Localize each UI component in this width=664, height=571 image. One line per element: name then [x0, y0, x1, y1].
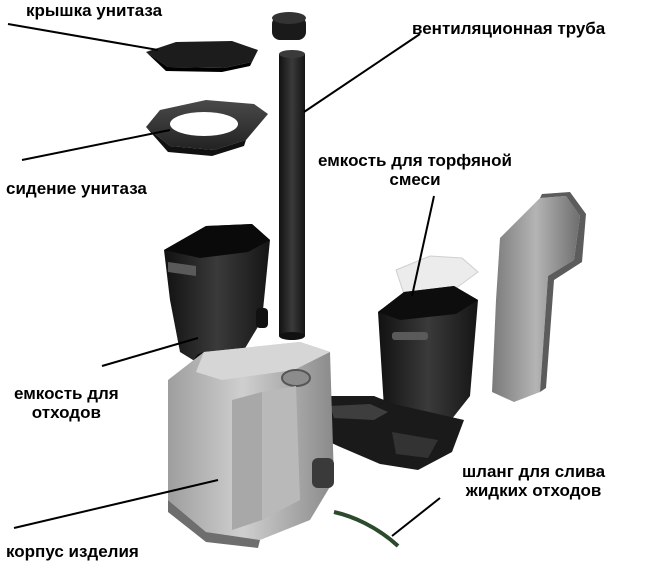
label-waste-tank-line2: отходов [31, 403, 101, 422]
label-toilet-lid: крышка унитаза [26, 1, 162, 20]
label-toilet-seat: сидение унитаза [6, 179, 147, 198]
waste-tank [164, 224, 270, 372]
ventilation-pipe [272, 12, 306, 340]
label-body: корпус изделия [6, 542, 139, 561]
peat-mixture-tank [378, 255, 479, 434]
label-waste-tank-line1: емкость для [14, 384, 119, 403]
leader-seat [21, 129, 171, 161]
label-drain-hose-line2: жидких отходов [465, 481, 602, 500]
label-body-text: корпус изделия [6, 542, 139, 561]
label-drain-hose-line1: шланг для слива [462, 462, 606, 481]
agitator-tray [298, 396, 464, 470]
label-peat-tank-line2: смеси [389, 170, 441, 189]
label-toilet-seat-text: сидение унитаза [6, 179, 147, 198]
leader-vent-pipe [303, 33, 421, 113]
toilet-seat [146, 100, 268, 156]
toilet-housing [168, 342, 334, 548]
side-panel [492, 192, 586, 402]
label-toilet-lid-text: крышка унитаза [26, 1, 163, 20]
leader-peat-tank [411, 195, 435, 297]
label-ventilation-pipe: вентиляционная труба [412, 19, 605, 38]
label-peat-tank: емкость для торфяной смеси [318, 151, 512, 189]
leader-lines [7, 23, 441, 537]
leader-waste-tank [101, 337, 199, 367]
toilet-lid [146, 41, 258, 72]
label-waste-tank: емкость для отходов [14, 384, 119, 422]
label-peat-tank-line1: емкость для торфяной [318, 151, 512, 170]
label-ventilation-pipe-text: вентиляционная труба [412, 19, 606, 38]
leader-body [13, 479, 219, 529]
drain-hose [333, 510, 400, 548]
label-drain-hose: шланг для слива жидких отходов [462, 462, 605, 500]
leader-lid [7, 23, 159, 51]
leader-drain-hose [391, 497, 441, 537]
